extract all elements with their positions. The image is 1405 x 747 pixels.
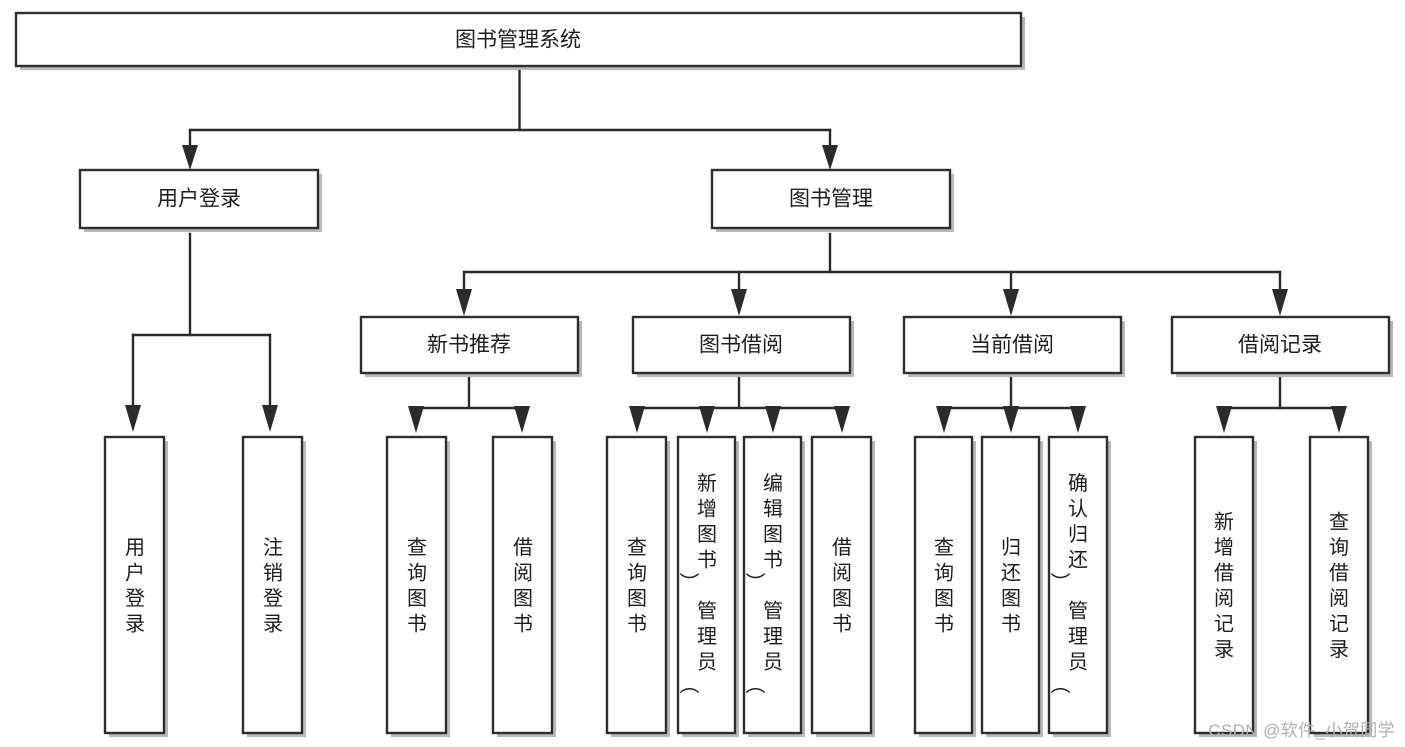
leaf-current-borrow-2[interactable] <box>980 435 1043 737</box>
arrow-bookmgmt-c2 <box>731 289 747 316</box>
leaf-book-borrow-4-label: 借阅图书 <box>832 536 852 636</box>
leaf-labels: 用户登录 注销登录 查询图书 借阅图书 查询图书 新增图书（管理员） 编辑图书（… <box>125 472 1349 694</box>
leaf-book-borrow-3-rect[interactable] <box>742 435 803 735</box>
leaf-current-borrow-2-label: 归还图书 <box>1001 536 1021 636</box>
arrow-bookmgmt-c1 <box>456 289 472 316</box>
arrow-newbook-l2 <box>514 406 530 433</box>
node-new-book-recommend-rect[interactable] <box>359 315 580 375</box>
node-user-login[interactable]: 用户登录 <box>78 168 322 232</box>
leaf-book-borrow-1[interactable] <box>605 435 670 737</box>
node-root-label: 图书管理系统 <box>455 29 581 52</box>
arrow-bookborrow-l4 <box>834 406 850 433</box>
leaf-user-login-2-label: 注销登录 <box>263 536 283 636</box>
arrow-borrowrecord-l2 <box>1331 406 1347 433</box>
leaf-new-book-2-label: 借阅图书 <box>513 536 533 636</box>
arrow-bookborrow-l3 <box>765 406 781 433</box>
leaf-new-book-2[interactable] <box>491 435 556 737</box>
leaf-user-login-1-rect[interactable] <box>103 435 166 735</box>
arrow-borrowrecord-l1 <box>1216 406 1232 433</box>
leaf-user-login-1-label: 用户登录 <box>125 537 145 636</box>
leaf-new-book-2-rect[interactable] <box>491 435 554 735</box>
arrow-userlogin-leaf2 <box>262 405 278 432</box>
connector-group-currentborrow <box>936 374 1086 433</box>
leaf-user-login-1[interactable] <box>103 435 168 737</box>
leaf-book-borrow-4[interactable] <box>810 435 875 737</box>
node-current-borrow-rect[interactable] <box>902 315 1123 375</box>
connector-group-borrowrecord <box>1216 374 1347 433</box>
leaf-borrow-record-1-label: 新增借阅记录 <box>1214 510 1234 661</box>
node-current-borrow-label: 当前借阅 <box>970 334 1054 357</box>
leaf-current-borrow-1[interactable] <box>913 435 976 737</box>
leaf-borrow-record-1[interactable] <box>1193 435 1257 737</box>
arrow-root-to-bookmgmt <box>822 145 838 170</box>
arrow-bookborrow-l2 <box>699 406 715 433</box>
leaf-book-borrow-1-label: 查询图书 <box>627 536 647 636</box>
leaf-new-book-1-rect[interactable] <box>385 435 448 735</box>
connector-group-bookborrow <box>629 374 850 433</box>
arrow-currentborrow-l3 <box>1070 406 1086 433</box>
arrow-root-to-userlogin <box>182 145 198 170</box>
node-user-login-rect[interactable] <box>78 168 320 230</box>
leaf-book-borrow-2[interactable] <box>676 435 739 737</box>
node-new-book-recommend-label: 新书推荐 <box>427 334 511 357</box>
leaf-book-borrow-2-rect[interactable] <box>676 435 737 735</box>
leaf-current-borrow-3-rect[interactable] <box>1047 435 1109 735</box>
leaf-borrow-record-2-rect[interactable] <box>1308 435 1370 735</box>
leaf-book-borrow-3-label: 编辑图书（管理员） <box>745 472 783 694</box>
arrow-newbook-l1 <box>408 406 424 433</box>
leaf-current-borrow-1-rect[interactable] <box>913 435 974 735</box>
leaf-book-borrow-2-label: 新增图书（管理员） <box>679 472 717 694</box>
leaf-user-login-2[interactable] <box>241 435 306 737</box>
node-book-borrow-rect[interactable] <box>631 315 852 375</box>
leaf-current-borrow-2-rect[interactable] <box>980 435 1041 735</box>
node-borrow-record-label: 借阅记录 <box>1238 334 1322 357</box>
connector-group-userlogin <box>125 232 278 432</box>
node-root-rect[interactable] <box>14 11 1023 68</box>
node-borrow-record[interactable]: 借阅记录 <box>1170 315 1393 377</box>
node-book-management[interactable]: 图书管理 <box>710 168 954 232</box>
node-book-borrow-label: 图书借阅 <box>699 334 783 357</box>
node-user-login-label: 用户登录 <box>157 188 241 211</box>
leaf-current-borrow-1-label: 查询图书 <box>934 536 954 636</box>
arrow-bookmgmt-c3 <box>1003 289 1019 316</box>
node-borrow-record-rect[interactable] <box>1170 315 1391 375</box>
leaf-book-borrow-4-rect[interactable] <box>810 435 873 735</box>
leaf-borrow-record-2-label: 查询借阅记录 <box>1329 510 1349 661</box>
leaf-book-borrow-3[interactable] <box>742 435 805 737</box>
node-book-borrow[interactable]: 图书借阅 <box>631 315 854 377</box>
node-book-management-rect[interactable] <box>710 168 952 230</box>
arrow-bookmgmt-c4 <box>1272 289 1288 316</box>
connector-group-root <box>182 68 838 170</box>
arrow-userlogin-leaf1 <box>125 405 141 432</box>
node-root[interactable]: 图书管理系统 <box>14 11 1025 70</box>
leaf-borrow-record-1-rect[interactable] <box>1193 435 1255 735</box>
leaf-current-borrow-3-label: 确认归还（管理员） <box>1050 472 1088 694</box>
arrow-currentborrow-l2 <box>1003 406 1019 433</box>
leaf-book-borrow-1-rect[interactable] <box>605 435 668 735</box>
node-current-borrow[interactable]: 当前借阅 <box>902 315 1125 377</box>
arrow-bookborrow-l1 <box>629 406 645 433</box>
leaf-new-book-1-label: 查询图书 <box>407 536 427 636</box>
arrow-currentborrow-l1 <box>936 406 952 433</box>
connector-group-newbook <box>408 374 530 433</box>
node-book-management-label: 图书管理 <box>789 188 873 211</box>
leaf-current-borrow-3[interactable] <box>1047 435 1111 737</box>
leaf-user-login-2-rect[interactable] <box>241 435 304 735</box>
leaf-new-book-1[interactable] <box>385 435 450 737</box>
connector-group-bookmgmt <box>456 232 1288 316</box>
leaf-borrow-record-2[interactable] <box>1308 435 1372 737</box>
node-new-book-recommend[interactable]: 新书推荐 <box>359 315 582 377</box>
